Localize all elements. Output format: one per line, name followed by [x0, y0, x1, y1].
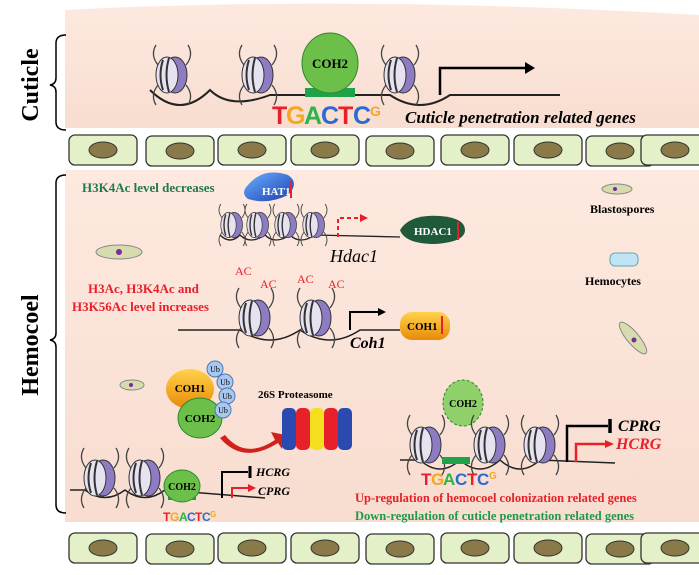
left-hcrg-label: HCRG — [255, 465, 290, 479]
svg-text:Ub: Ub — [210, 365, 220, 374]
blastospore-cell — [95, 183, 648, 391]
right-hcrg-label: HCRG — [615, 436, 662, 453]
svg-text:A: A — [304, 102, 322, 130]
svg-text:T: T — [467, 470, 478, 489]
svg-text:Ub: Ub — [222, 392, 232, 401]
svg-text:G: G — [210, 510, 216, 519]
coh1-dna — [178, 287, 400, 349]
ac-labels: AC AC AC AC — [235, 264, 345, 291]
hat1-label: HAT1 — [262, 186, 291, 198]
proteasome-icon — [282, 408, 352, 450]
ubiquitin-chain: Ub Ub Ub Ub — [206, 360, 236, 419]
svg-text:G: G — [431, 470, 444, 489]
cuticle-bracket — [49, 34, 67, 131]
blastospores-label: Blastospores — [590, 202, 655, 216]
hdac1-gene-label: Hdac1 — [329, 246, 378, 266]
svg-text:AC: AC — [235, 264, 252, 278]
up-regulation-text: Up-regulation of hemocoel colonization r… — [355, 491, 637, 505]
svg-text:AC: AC — [260, 277, 277, 291]
svg-text:T: T — [163, 510, 171, 524]
svg-text:T: T — [338, 102, 353, 130]
svg-text:T: T — [421, 470, 432, 489]
arrow-icon — [525, 62, 535, 74]
svg-text:T: T — [195, 510, 203, 524]
cuticle-label: Cuticle — [18, 48, 44, 122]
right-coh2-protein — [442, 379, 484, 427]
increase-text-line2: H3K56Ac level increases — [72, 299, 209, 314]
right-dna — [400, 414, 616, 476]
left-coh2-protein — [163, 469, 201, 503]
hat1-protein — [244, 172, 294, 202]
svg-text:AC: AC — [328, 277, 345, 291]
right-coh2-label: COH2 — [449, 399, 477, 410]
complex-coh1-label: COH1 — [175, 383, 206, 395]
coh1-protein — [400, 312, 450, 340]
cell-row-top — [68, 134, 699, 167]
svg-text:C: C — [477, 470, 489, 489]
svg-text:Ub: Ub — [218, 406, 228, 415]
svg-text:Ub: Ub — [220, 378, 230, 387]
svg-text:C: C — [187, 510, 196, 524]
svg-text:G: G — [370, 103, 381, 119]
motif-logo-right: T G A C T C G — [421, 470, 497, 489]
svg-text:C: C — [455, 470, 467, 489]
svg-text:G: G — [489, 471, 497, 482]
increase-text-line1: H3Ac, H3K4Ac and — [88, 281, 200, 296]
motif-logo-top: T G A C T C G — [272, 102, 381, 130]
proteasome-label: 26S Proteasome — [258, 389, 333, 401]
left-cprg-label: CPRG — [258, 484, 290, 498]
hdac1-protein-label: HDAC1 — [414, 226, 452, 238]
svg-text:G: G — [286, 102, 305, 130]
svg-text:A: A — [179, 510, 188, 524]
hdac1-protein — [400, 215, 465, 244]
coh2-protein-top — [301, 32, 359, 94]
coh1-gene-label: Coh1 — [350, 335, 386, 352]
h3k4-decrease-text: H3K4Ac level decreases — [82, 180, 215, 195]
hemocoel-label: Hemocoel — [18, 294, 44, 396]
hemocoel-bracket — [49, 174, 67, 514]
svg-text:C: C — [202, 510, 211, 524]
svg-text:C: C — [353, 102, 371, 130]
cuticle-genes-label: Cuticle penetration related genes — [405, 108, 636, 127]
hemocoel-background — [65, 170, 699, 522]
curved-arrow-icon — [220, 432, 285, 453]
svg-text:A: A — [443, 470, 455, 489]
down-regulation-text: Down-regulation of cuticle penetration r… — [355, 509, 634, 523]
right-cprg-label: CPRG — [618, 418, 661, 435]
cuticle-background — [65, 3, 699, 129]
svg-text:G: G — [170, 510, 179, 524]
left-coh2-label: COH2 — [168, 482, 196, 493]
cell-row-bottom — [68, 532, 699, 565]
complex-coh2-label: COH2 — [185, 413, 216, 425]
hemocytes-label: Hemocytes — [585, 274, 641, 288]
coh2-label-top: COH2 — [312, 56, 348, 71]
motif-logo-left: T G A C T C G — [163, 510, 216, 524]
hemocyte-cell — [609, 252, 639, 267]
svg-text:AC: AC — [297, 272, 314, 286]
hdac1-dna — [218, 203, 401, 247]
svg-text:C: C — [321, 102, 339, 130]
coh1-protein-label: COH1 — [407, 321, 438, 333]
svg-text:T: T — [272, 102, 287, 130]
